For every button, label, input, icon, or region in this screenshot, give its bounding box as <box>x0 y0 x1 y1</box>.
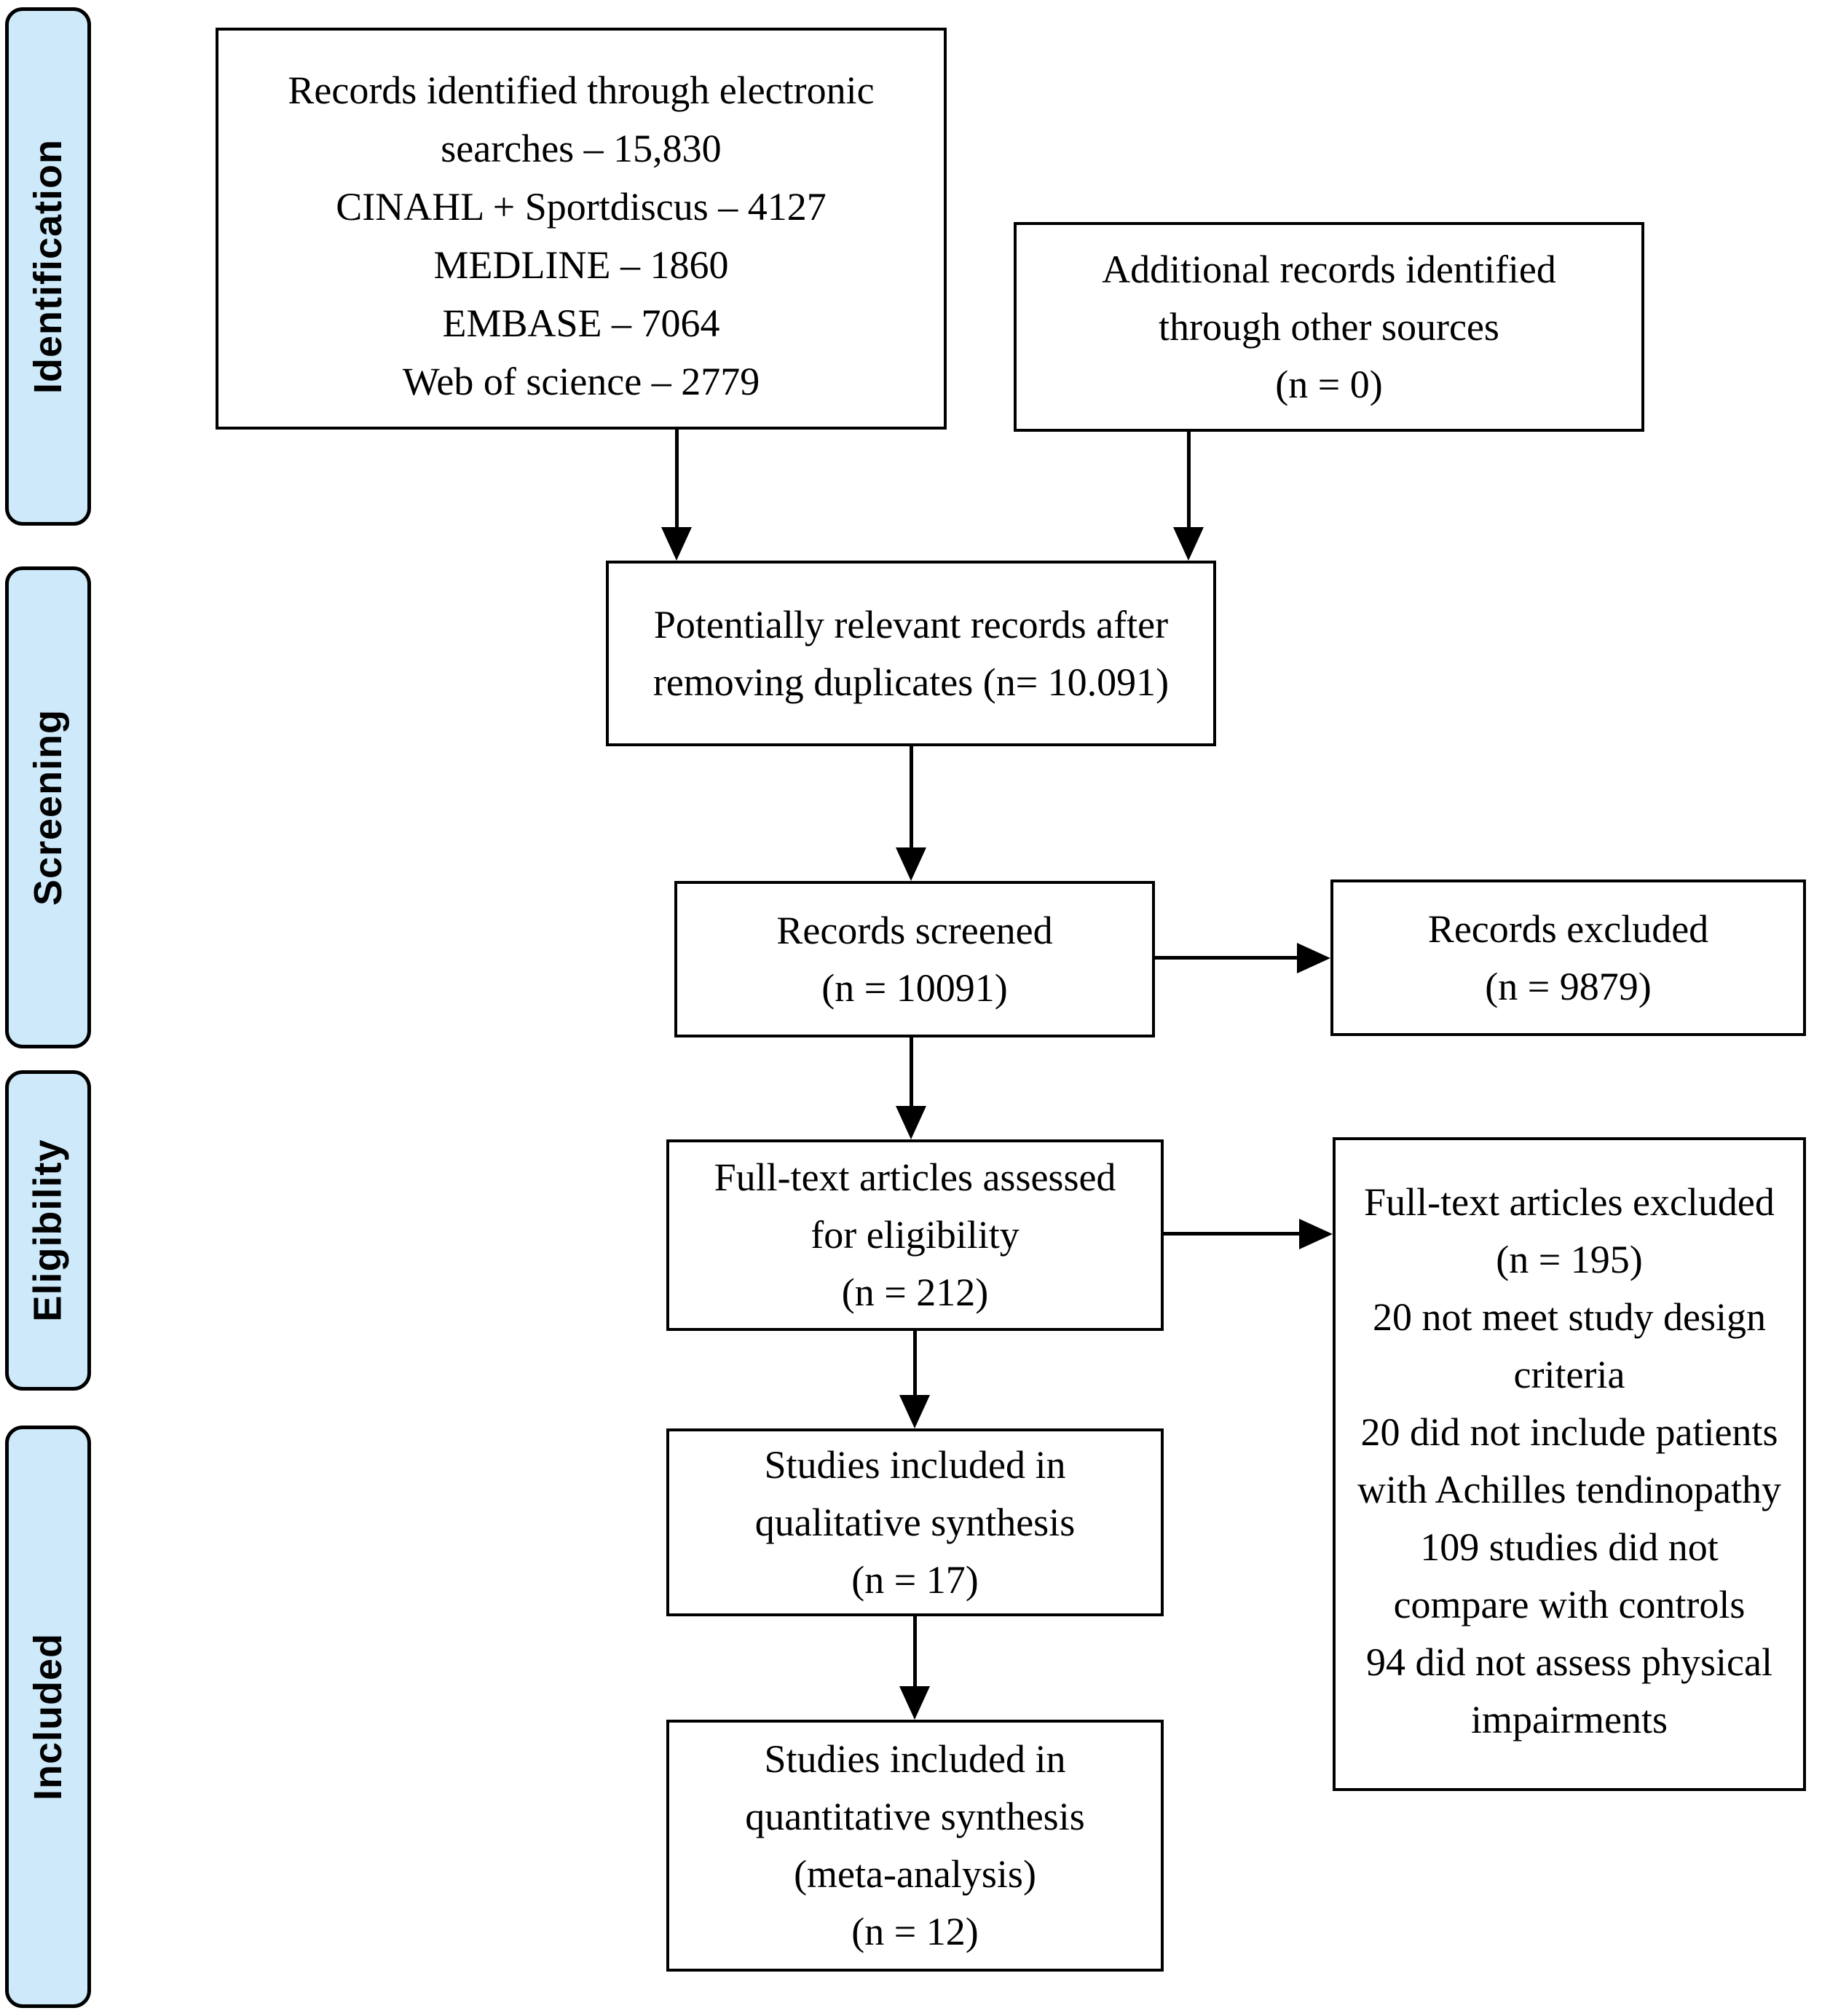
box-fulltext-excluded: Full-text articles excluded (n = 195) 20… <box>1333 1137 1806 1791</box>
stage-identification: Identification <box>5 7 91 526</box>
arrow-fulltext-to-excluded-head-icon <box>1299 1219 1333 1249</box>
box-fulltext-assessed-line: for eligibility <box>811 1213 1020 1257</box>
box-records-excluded-line: Records excluded <box>1427 906 1709 951</box>
box-additional-records-line: (n = 0) <box>1275 362 1383 406</box>
box-after-duplicates: Potentially relevant records after remov… <box>606 561 1216 746</box>
arrow-additional-to-duplicates-line <box>1187 430 1191 530</box>
box-records-identified-line: searches – 15,830 <box>441 127 722 170</box>
arrow-qualitative-to-quantitative-head-icon <box>899 1686 930 1720</box>
box-fulltext-excluded-line: compare with controls <box>1393 1583 1746 1626</box>
box-quantitative-synthesis-line: (n = 12) <box>851 1910 979 1953</box>
box-quantitative-synthesis-line: Studies included in <box>764 1737 1066 1781</box>
arrow-screened-to-fulltext-line <box>910 1036 913 1109</box>
stage-screening-label: Screening <box>26 708 70 906</box>
box-records-identified-line: CINAHL + Sportdiscus – 4127 <box>336 185 827 229</box>
box-records-identified-line: MEDLINE – 1860 <box>433 243 729 287</box>
arrow-duplicates-to-screened-line <box>910 745 913 850</box>
box-records-identified: Records identified through electronic se… <box>216 28 947 430</box>
arrow-qualitative-to-quantitative-line <box>913 1615 917 1689</box>
box-quantitative-synthesis-line: (meta-analysis) <box>794 1852 1036 1896</box>
arrow-duplicates-to-screened-head-icon <box>896 847 926 881</box>
arrow-screened-to-excluded-head-icon <box>1297 943 1330 973</box>
box-quantitative-synthesis-line: quantitative synthesis <box>745 1795 1085 1838</box>
arrow-additional-to-duplicates-head-icon <box>1173 527 1204 561</box>
box-records-identified-line: Web of science – 2779 <box>402 360 760 403</box>
box-qualitative-synthesis-line: (n = 17) <box>851 1557 979 1602</box>
box-fulltext-excluded-line: (n = 195) <box>1496 1238 1643 1281</box>
stage-included: Included <box>5 1426 91 2008</box>
box-fulltext-excluded-line: criteria <box>1513 1353 1625 1396</box>
box-fulltext-excluded-line: 109 studies did not <box>1420 1525 1719 1569</box>
box-records-identified-line: Records identified through electronic <box>288 68 875 112</box>
stage-eligibility: Eligibility <box>5 1070 91 1391</box>
arrow-fulltext-to-qualitative-head-icon <box>899 1395 930 1428</box>
box-fulltext-excluded-line: Full-text articles excluded <box>1364 1180 1775 1224</box>
box-qualitative-synthesis-line: qualitative synthesis <box>754 1500 1076 1544</box>
box-after-duplicates-line: removing duplicates (n= 10.091) <box>652 660 1170 704</box>
arrow-screened-to-fulltext-head-icon <box>896 1106 926 1139</box>
stage-eligibility-label: Eligibility <box>26 1139 70 1322</box>
box-additional-records: Additional records identified through ot… <box>1014 222 1644 432</box>
box-after-duplicates-line: Potentially relevant records after <box>653 602 1169 647</box>
box-records-excluded: Records excluded (n = 9879) <box>1330 879 1806 1036</box>
box-fulltext-excluded-line: 20 not meet study design <box>1373 1295 1766 1339</box>
box-fulltext-excluded-line: with Achilles tendinopathy <box>1357 1468 1781 1511</box>
arrow-fulltext-to-qualitative-line <box>913 1329 917 1398</box>
stage-screening: Screening <box>5 566 91 1048</box>
arrow-screened-to-excluded-line <box>1153 956 1299 960</box>
arrow-fulltext-to-excluded-line <box>1162 1232 1301 1236</box>
box-records-screened-line: Records screened <box>776 908 1053 952</box>
box-quantitative-synthesis: Studies included in quantitative synthes… <box>666 1720 1164 1972</box>
arrow-identified-to-duplicates-line <box>675 428 679 530</box>
box-records-identified-line: EMBASE – 7064 <box>442 301 720 345</box>
box-fulltext-assessed-line: (n = 212) <box>841 1270 989 1314</box>
box-records-screened: Records screened (n = 10091) <box>674 881 1155 1037</box>
box-fulltext-assessed: Full-text articles assessed for eligibil… <box>666 1139 1164 1331</box>
box-qualitative-synthesis: Studies included in qualitative synthesi… <box>666 1428 1164 1616</box>
box-fulltext-excluded-line: 20 did not include patients <box>1360 1410 1778 1454</box>
stage-included-label: Included <box>26 1632 71 1801</box>
box-additional-records-line: through other sources <box>1159 304 1499 349</box>
box-fulltext-excluded-line: impairments <box>1471 1698 1668 1742</box>
box-qualitative-synthesis-line: Studies included in <box>764 1442 1066 1487</box>
box-fulltext-assessed-line: Full-text articles assessed <box>714 1155 1116 1199</box>
box-records-excluded-line: (n = 9879) <box>1485 964 1652 1008</box>
arrow-identified-to-duplicates-head-icon <box>661 527 692 561</box>
box-fulltext-excluded-line: 94 did not assess physical <box>1366 1640 1772 1684</box>
box-records-screened-line: (n = 10091) <box>821 965 1008 1010</box>
stage-identification-label: Identification <box>26 139 70 394</box>
box-additional-records-line: Additional records identified <box>1102 247 1556 291</box>
